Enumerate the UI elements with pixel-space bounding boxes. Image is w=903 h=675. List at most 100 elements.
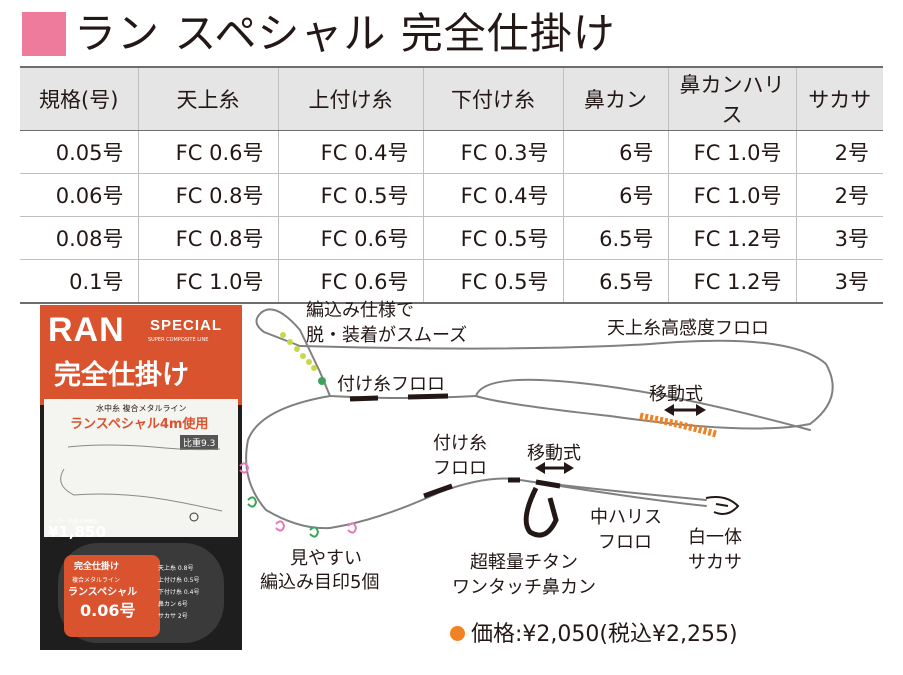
package-label-title: 完全仕掛け <box>74 562 120 572</box>
table-cell: 2号 <box>795 173 883 217</box>
braid-note-1: 編込み仕様で <box>306 300 414 321</box>
marks-label-1: 見やすい <box>290 548 362 569</box>
package-spec-line: 上付け糸 0.5号 <box>158 577 200 584</box>
header-cell: 鼻カン <box>562 66 668 131</box>
page-title: ラン スペシャル 完全仕掛け <box>74 9 616 58</box>
hanakan-label-1: 超軽量チタン <box>470 552 578 573</box>
table-cell: FC 1.0号 <box>667 130 796 174</box>
table-cell: 3号 <box>795 259 883 304</box>
package-label-name: ランスペシャル <box>68 587 138 598</box>
package-special: SPECIAL <box>150 317 223 334</box>
table-cell: FC 1.2号 <box>667 216 796 260</box>
package-gravity: 比重9.3 <box>180 435 219 450</box>
table-cell: 6号 <box>562 130 668 174</box>
sakasa-label-1: 白一体 <box>688 527 742 548</box>
table-cell: FC 0.5号 <box>277 173 423 217</box>
header-cell: サカサ <box>795 66 883 131</box>
package-header <box>40 305 242 405</box>
tenjo-label: 天上糸高感度フロロ <box>607 318 769 339</box>
black-braid-segments <box>349 393 561 499</box>
package-super-line: SUPER COMPOSITE LINE <box>148 337 209 343</box>
header-cell: 下付け糸 <box>422 66 563 131</box>
table-cell: FC 0.4号 <box>422 173 563 217</box>
product-package-image: RAN SPECIAL SUPER COMPOSITE LINE 完全仕掛け 水… <box>40 305 242 650</box>
main-line <box>299 339 834 431</box>
naka-harisu-line <box>535 481 707 501</box>
table-cell: 3号 <box>795 216 883 260</box>
table-cell: 0.1号 <box>20 259 138 304</box>
header-cell: 天上糸 <box>137 66 278 131</box>
package-label-size: 0.06号 <box>80 601 136 620</box>
package-card: 水中糸 複合メタルライン ランスペシャル4m使用 比重9.3 <box>44 399 238 537</box>
double-arrow-icon <box>535 462 574 474</box>
package-spec-line: 下付け糸 0.4号 <box>158 589 200 596</box>
idoushiki-label-2: 移動式 <box>527 443 581 464</box>
package-mini-diagram <box>60 444 223 522</box>
naka-harisu-label-2: フロロ <box>598 532 652 553</box>
table-cell: FC 1.2号 <box>667 259 796 304</box>
top-loop-line <box>255 311 301 347</box>
braid-note-2: 脱・装着がスムーズ <box>306 325 468 346</box>
package-card-line2: ランスペシャル4m使用 <box>70 417 209 432</box>
eye-markers <box>239 462 358 538</box>
package-price-label: メーカー希望小売価格 <box>48 519 99 525</box>
package-card-line1: 水中糸 複合メタルライン <box>96 404 187 413</box>
title-square <box>22 12 66 56</box>
table-cell: 0.08号 <box>20 216 138 260</box>
table-cell: FC 0.6号 <box>277 216 423 260</box>
nose-ring-icon <box>523 486 559 538</box>
table-cell: FC 0.8号 <box>137 216 278 260</box>
lower-loop-line <box>245 395 331 530</box>
table-cell: FC 1.0号 <box>137 259 278 304</box>
package-label <box>64 555 160 637</box>
table-row: 0.06号 FC 0.8号 FC 0.5号 FC 0.4号 6号 FC 1.0号… <box>20 173 883 217</box>
table-cell: FC 0.8号 <box>137 173 278 217</box>
orange-dot-icon <box>450 626 465 641</box>
spec-table: 規格(号) 天上糸 上付け糸 下付け糸 鼻カン 鼻カンハリス サカサ 0.05号… <box>20 66 883 304</box>
package-price: ¥1,850 <box>48 523 106 541</box>
lower-tsukeito-label-1: 付け糸 <box>433 433 487 454</box>
table-row: 0.1号 FC 1.0号 FC 0.6号 FC 0.5号 6.5号 FC 1.2… <box>20 259 883 304</box>
header-cell: 鼻カンハリス <box>667 66 796 131</box>
package-name: 完全仕掛け <box>54 360 189 391</box>
table-cell: FC 1.0号 <box>667 173 796 217</box>
green-bead <box>318 377 326 385</box>
lower-tsukeito-label-2: フロロ <box>433 458 487 479</box>
sakasa-label-2: サカサ <box>688 552 742 573</box>
table-cell: 6.5号 <box>562 259 668 304</box>
hanakan-label-2: ワンタッチ鼻カン <box>452 577 596 598</box>
table-cell: 2号 <box>795 130 883 174</box>
table-header-row: 規格(号) 天上糸 上付け糸 下付け糸 鼻カン 鼻カンハリス サカサ <box>20 66 883 131</box>
table-row: 0.05号 FC 0.6号 FC 0.4号 FC 0.3号 6号 FC 1.0号… <box>20 130 883 174</box>
orange-braid <box>639 412 717 438</box>
price-text: 価格:¥2,050(税込¥2,255) <box>471 622 738 647</box>
double-arrow-icon <box>664 404 706 416</box>
package-spec-line: サカサ 2号 <box>158 613 188 620</box>
braid-marks <box>280 332 317 371</box>
upper-tsukeito-line <box>319 371 477 399</box>
top-loop-line <box>261 308 321 373</box>
package-spec-line: 鼻カン 6号 <box>158 601 188 608</box>
table-cell: 0.06号 <box>20 173 138 217</box>
table-cell: FC 0.6号 <box>277 259 423 304</box>
idoushiki-label-1: 移動式 <box>649 384 703 405</box>
table-cell: 6号 <box>562 173 668 217</box>
table-cell: 6.5号 <box>562 216 668 260</box>
lower-tsukeito-line <box>329 477 707 529</box>
table-row: 0.08号 FC 0.8号 FC 0.6号 FC 0.5号 6.5号 FC 1.… <box>20 216 883 260</box>
table-cell: FC 0.3号 <box>422 130 563 174</box>
header-cell: 上付け糸 <box>277 66 423 131</box>
naka-harisu-label-1: 中ハリス <box>590 507 662 528</box>
upper-tsukeito-label: 付け糸フロロ <box>337 374 445 395</box>
table-cell: 0.05号 <box>20 130 138 174</box>
sakasa-hook-icon <box>705 496 740 515</box>
package-label-sub: 複合メタルライン <box>72 577 121 584</box>
marks-label-2: 編込み目印5個 <box>260 572 380 593</box>
package-spec-line: 天上糸 0.8号 <box>158 565 194 572</box>
table-cell: FC 0.4号 <box>277 130 423 174</box>
table-cell: FC 0.5号 <box>422 259 563 304</box>
package-label-specs: 天上糸 0.8号 上付け糸 0.5号 下付け糸 0.4号 鼻カン 6号 サカサ … <box>158 563 199 623</box>
table-cell: FC 0.5号 <box>422 216 563 260</box>
table-cell: FC 0.6号 <box>137 130 278 174</box>
